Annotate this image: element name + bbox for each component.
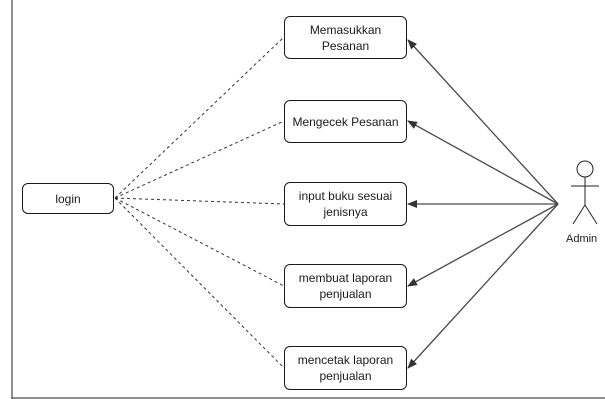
use-case-label: mencetak laporan penjualan xyxy=(297,353,394,383)
use-case-label: Memasukkan Pesanan xyxy=(309,22,382,53)
include-dashed-connector xyxy=(114,197,285,287)
use-case-mengecek-pesanan[interactable]: Mengecek Pesanan xyxy=(284,100,407,143)
actor-association-arrow xyxy=(407,120,559,205)
use-case-label: Mengecek Pesanan xyxy=(292,114,399,129)
include-dashed-connector xyxy=(114,120,285,199)
login-node[interactable]: login xyxy=(22,183,114,214)
use-case-mencetak-laporan[interactable]: mencetak laporan penjualan xyxy=(284,346,407,390)
actor-association-arrow xyxy=(407,203,559,369)
use-case-label: membuat laporan penjualan xyxy=(298,271,393,301)
include-dashed-connector xyxy=(114,36,285,199)
admin-actor-icon xyxy=(571,160,599,225)
actor-label: Admin xyxy=(566,233,598,245)
use-case-input-buku[interactable]: input buku sesuai jenisnya xyxy=(284,182,407,226)
actor-association-arrow xyxy=(407,39,559,205)
use-case-label: input buku sesuai jenisnya xyxy=(298,189,393,219)
actor-association-arrow xyxy=(407,203,559,287)
include-dashed-connector xyxy=(114,197,285,205)
login-label: login xyxy=(55,191,81,206)
include-dashed-connector xyxy=(114,197,285,369)
use-case-memasukkan-pesanan[interactable]: Memasukkan Pesanan xyxy=(284,16,407,59)
use-case-membuat-laporan[interactable]: membuat laporan penjualan xyxy=(284,264,407,308)
